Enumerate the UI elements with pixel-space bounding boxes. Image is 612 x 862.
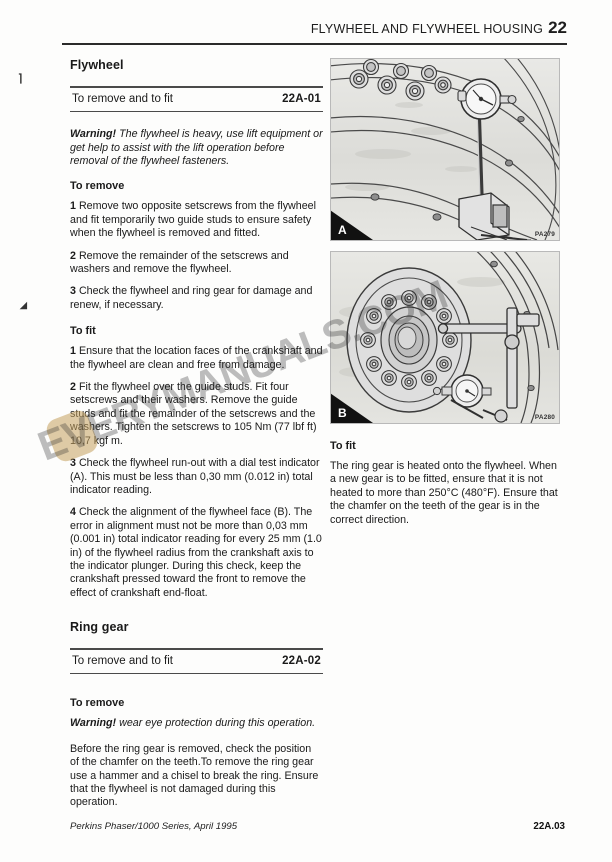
operation-bar-22a02: To remove and to fit 22A-02 [70, 648, 323, 675]
figure-b-letter: B [338, 406, 347, 420]
subheading-to-fit: To fit [70, 325, 96, 338]
step-text: Ensure that the location faces of the cr… [70, 345, 323, 371]
operation-code: 22A-01 [282, 92, 321, 105]
warning-flywheel: Warning! The flywheel is heavy, use lift… [70, 128, 323, 168]
flywheel-dial-indicator-illustration [331, 59, 559, 240]
step-text: Check the alignment of the flywheel face… [70, 506, 322, 599]
figure-b: B PA280 [330, 251, 560, 424]
step-number: 4 [70, 506, 76, 519]
step-number: 1 [70, 345, 76, 358]
figure-a-code: PA279 [534, 231, 555, 238]
step-text: Check the flywheel run-out with a dial t… [70, 457, 320, 496]
step-text: Remove the remainder of the setscrews an… [70, 249, 289, 276]
operation-rule-bottom [70, 672, 323, 675]
header-divider [62, 43, 567, 46]
step-number: 3 [70, 457, 76, 470]
warning-label: Warning! [70, 717, 117, 730]
figure-a-letter: A [338, 223, 347, 237]
page-header: FLYWHEEL AND FLYWHEEL HOUSING 22 [62, 18, 567, 50]
flywheel-face-alignment-illustration [331, 252, 559, 423]
figure-a: A PA279 [330, 58, 560, 241]
warning-text: wear eye protection during this operatio… [116, 717, 316, 730]
figure-a-corner-marker: A [331, 206, 373, 240]
operation-rule-bottom [70, 110, 323, 113]
figure-b-corner-marker: B [331, 389, 373, 423]
warning-label: Warning! [70, 128, 117, 141]
warning-ring-gear: Warning! wear eye protection during this… [70, 717, 323, 730]
figure-b-code: PA280 [534, 414, 555, 421]
operation-name: To remove and to fit [72, 654, 173, 667]
subheading-to-remove-ring: To remove [70, 697, 125, 710]
header-title: FLYWHEEL AND FLYWHEEL HOUSING 22 [311, 18, 567, 38]
operation-bar-22a01: To remove and to fit 22A-01 [70, 86, 323, 113]
operation-name: To remove and to fit [72, 92, 173, 105]
step-text: Remove two opposite setscrews from the f… [70, 200, 316, 240]
scan-artifact-top: ⌉ [18, 73, 23, 85]
step-number: 2 [70, 249, 76, 262]
operation-rule-top [70, 648, 323, 650]
ring-gear-fit-text: The ring gear is heated onto the flywhee… [330, 460, 558, 526]
step-number: 1 [70, 200, 76, 213]
header-title-text: FLYWHEEL AND FLYWHEEL HOUSING [310, 22, 544, 36]
left-column: Flywheel To remove and to fit 22A-01 War… [70, 58, 323, 819]
step-text: Fit the flywheel over the guide studs. F… [70, 381, 317, 447]
step-number: 3 [70, 285, 76, 298]
step-text: Check the flywheel and ring gear for dam… [70, 285, 313, 311]
header-chapter-number: 22 [548, 18, 567, 37]
warning-text: The flywheel is heavy, use lift equipmen… [70, 128, 323, 167]
right-column: A PA279 [330, 58, 560, 536]
footer-publication: Perkins Phaser/1000 Series, April 1995 [70, 821, 238, 832]
scan-artifact-mid: ◢ [20, 300, 27, 310]
ring-gear-remove-text: Before the ring gear is removed, check t… [70, 742, 319, 809]
operation-code: 22A-02 [282, 654, 321, 667]
section-title-ring-gear: Ring gear [70, 620, 129, 635]
section-title-flywheel: Flywheel [70, 58, 124, 72]
subheading-to-remove: To remove [70, 180, 125, 193]
step-number: 2 [70, 381, 76, 394]
page-footer: Perkins Phaser/1000 Series, April 1995 2… [70, 821, 565, 832]
subheading-to-fit-ring: To fit [330, 440, 356, 452]
footer-page-number: 22A.03 [533, 821, 565, 832]
operation-rule-top [70, 86, 323, 88]
